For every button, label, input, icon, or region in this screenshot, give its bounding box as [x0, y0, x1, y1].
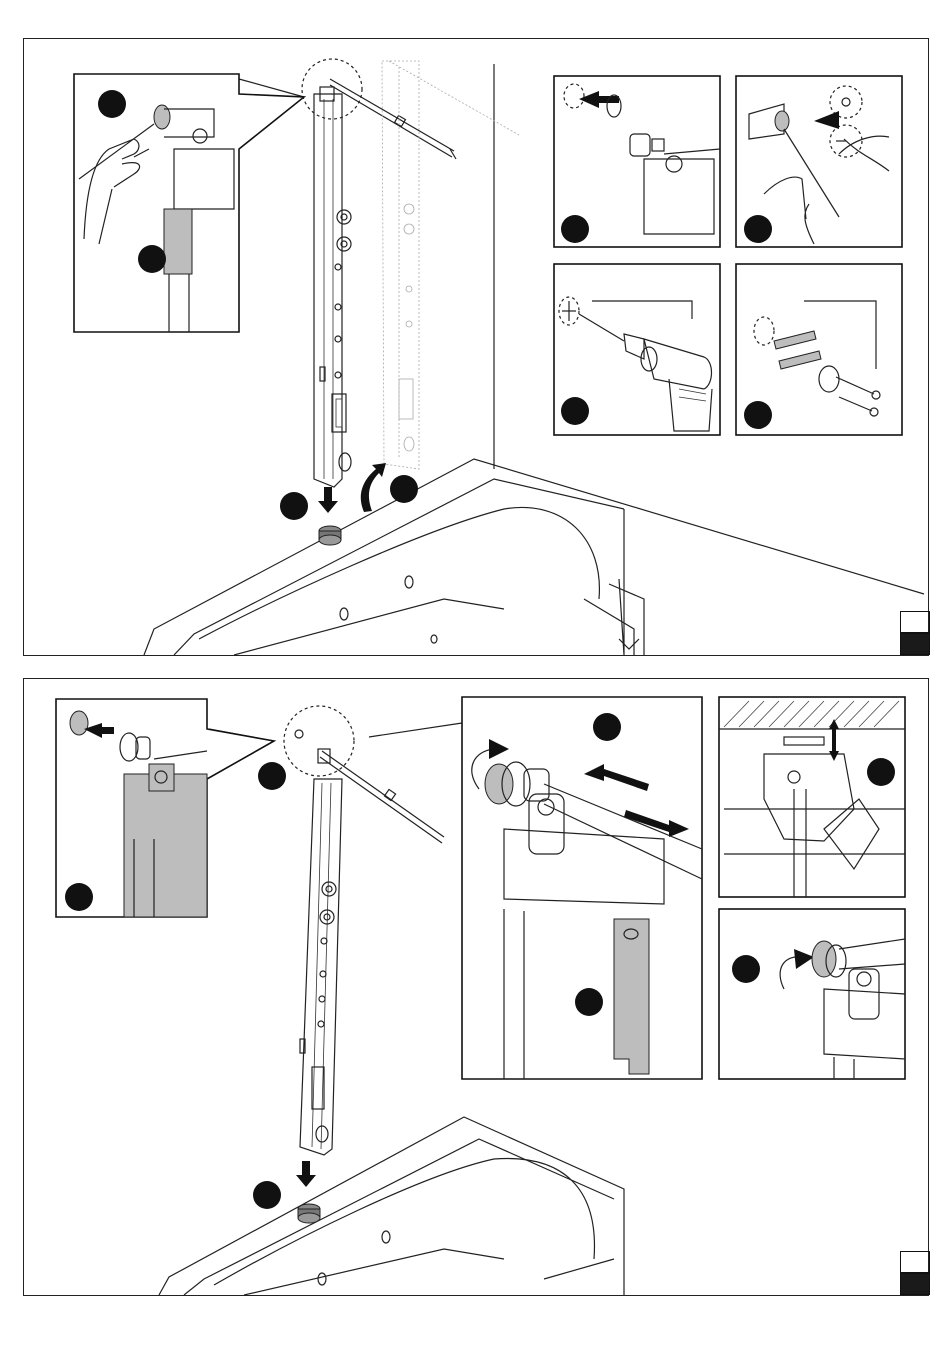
step-marker: [98, 90, 126, 118]
bathtub-icon: [159, 1117, 624, 1295]
bathtub-icon: [144, 459, 924, 655]
step-marker: [65, 883, 93, 911]
rosette-icon: [70, 711, 88, 735]
page-tab-empty: [900, 611, 930, 633]
step-marker: [390, 475, 418, 503]
bottom-panel: [23, 678, 929, 1296]
step-marker: [593, 713, 621, 741]
bottom-panel-drawing: [24, 679, 928, 1295]
step-marker: [561, 215, 589, 243]
step-marker: [575, 988, 603, 1016]
step-marker: [280, 492, 308, 520]
step-marker: [744, 215, 772, 243]
top-panel-drawing: [24, 39, 928, 655]
page-tab-filled: [900, 633, 930, 655]
step-marker: [867, 758, 895, 786]
page-tab-empty: [900, 1251, 930, 1273]
inset-tighten-arm: [462, 697, 702, 1079]
step-marker: [744, 401, 772, 429]
shower-column-icon: [300, 749, 444, 1155]
step-marker: [732, 955, 760, 983]
step-marker: [561, 397, 589, 425]
zoom-circle: [302, 59, 362, 119]
shower-column-icon: [314, 79, 456, 487]
outlet-fitting-icon: [298, 1204, 320, 1223]
top-panel: [23, 38, 929, 656]
hex-key-icon: [614, 919, 649, 1074]
step-marker: [138, 245, 166, 273]
inset-rosette-fit: [56, 699, 274, 917]
arrow-icon: [318, 463, 386, 513]
inset-rosette-rotate: [719, 909, 905, 1079]
page-tab-filled: [900, 1273, 930, 1295]
step-marker: [258, 762, 286, 790]
shower-column-ghost-icon: [382, 61, 519, 469]
arrow-icon: [296, 1161, 316, 1187]
outlet-fitting-icon: [319, 526, 341, 545]
step-marker: [253, 1181, 281, 1209]
inset-height-adjust: [719, 697, 905, 897]
